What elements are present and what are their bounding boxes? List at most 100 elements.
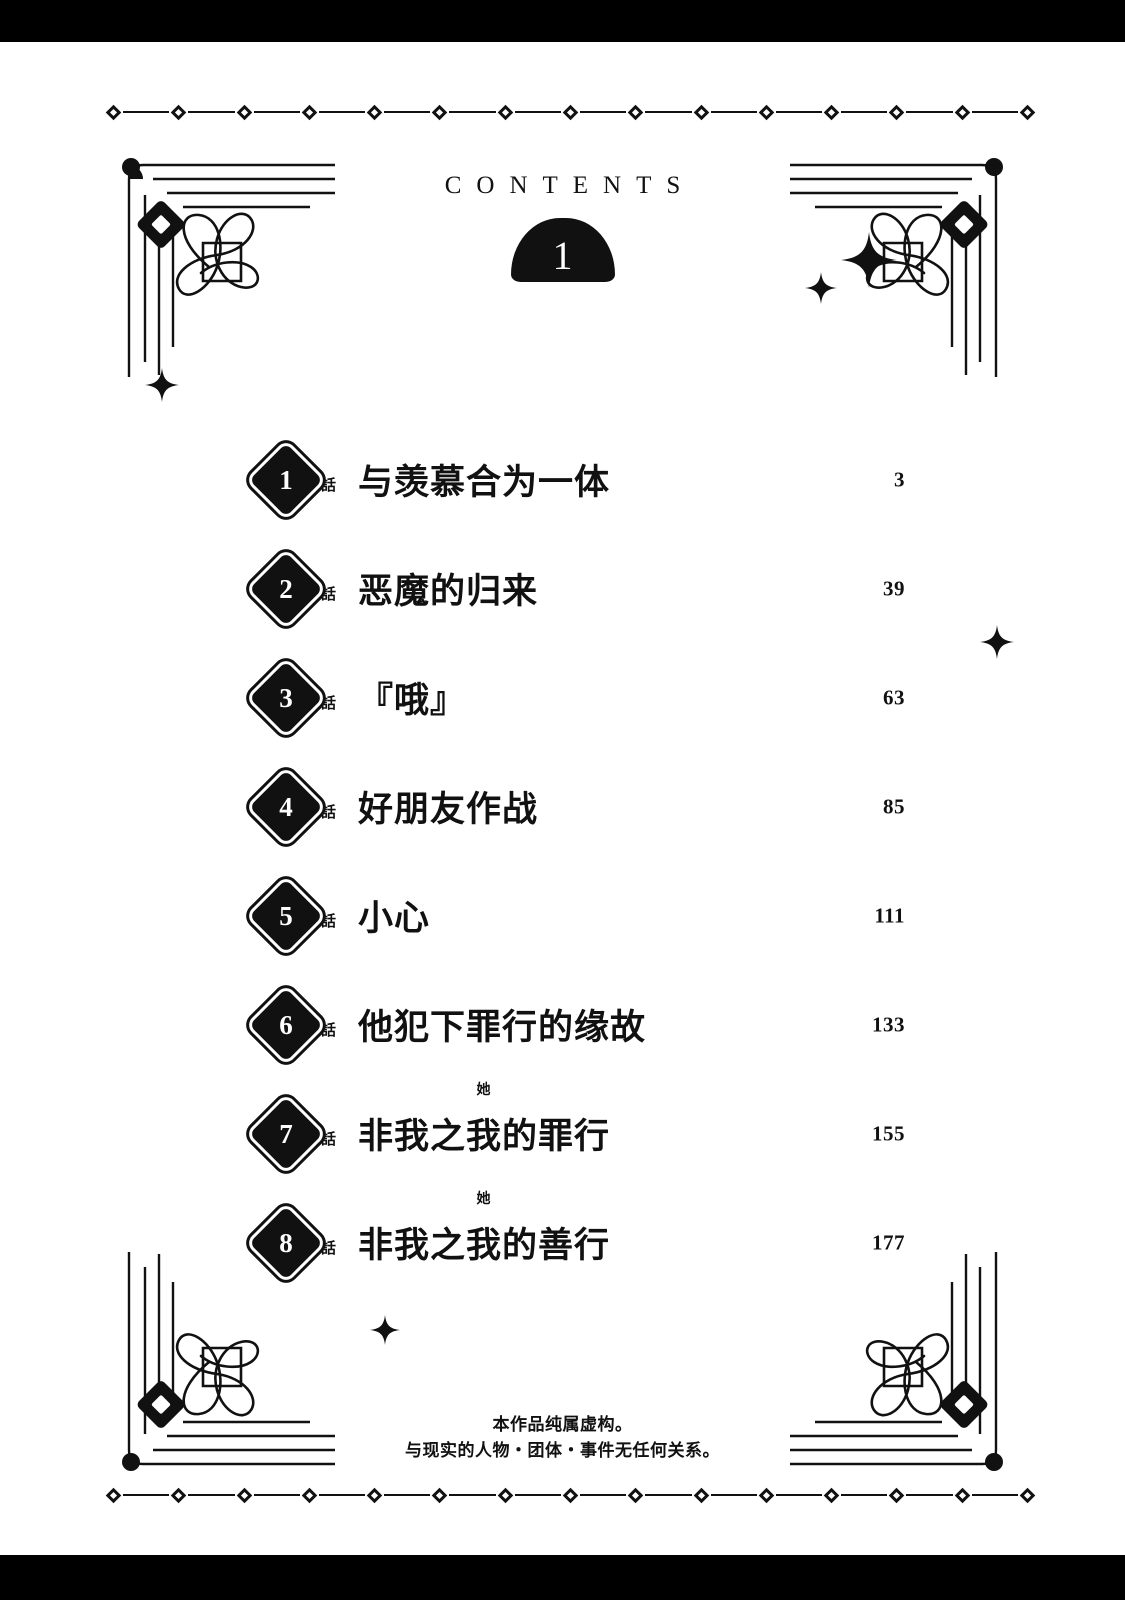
dash-diamond-icon xyxy=(562,104,579,120)
chapter-page-number: 85 xyxy=(883,794,905,818)
corner-flourish-ornament-bottom-left xyxy=(105,1252,335,1482)
chapter-unit-label: 話 xyxy=(321,1021,337,1039)
chapter-number: 8 xyxy=(279,1227,293,1258)
corner-flourish-ornament-top-left xyxy=(105,147,335,377)
dash-diamond-icon xyxy=(366,104,383,120)
dash-segment xyxy=(449,111,496,113)
chapter-number-diamond-icon: 7 xyxy=(249,1096,323,1171)
sparkle-star-icon xyxy=(980,625,1014,659)
dash-diamond-icon xyxy=(627,1487,644,1503)
dash-segment xyxy=(253,111,300,113)
chapter-number-diamond-icon: 3 xyxy=(249,660,323,735)
page-title: CONTENTS xyxy=(444,172,696,199)
dash-segment xyxy=(775,1494,823,1496)
corner-flourish-ornament-bottom-right xyxy=(790,1252,1020,1482)
dash-diamond-icon xyxy=(301,104,318,120)
dash-segment xyxy=(253,1494,300,1496)
ruby-annotation: 她 xyxy=(476,1191,492,1207)
dash-diamond-icon xyxy=(236,104,252,120)
chapter-page-number: 177 xyxy=(872,1230,905,1254)
chapter-unit-label: 話 xyxy=(321,694,337,712)
dash-diamond-icon xyxy=(171,104,187,120)
dash-diamond-icon xyxy=(889,1487,905,1503)
dash-segment xyxy=(318,111,366,113)
dash-segment xyxy=(710,1494,757,1496)
disclaimer-line-1: 本作品纯属虚构。 xyxy=(492,1415,633,1435)
chapter-page-number: 155 xyxy=(872,1121,905,1145)
chapter-page-number: 133 xyxy=(872,1012,905,1036)
sparkle-star-icon xyxy=(370,1315,400,1345)
dash-diamond-icon xyxy=(366,1487,383,1503)
disclaimer: 本作品纯属虚构。 与现实的人物・团体・事件无任何关系。 xyxy=(0,1412,1125,1465)
dash-diamond-icon xyxy=(432,104,448,120)
chapter-number: 5 xyxy=(279,900,293,931)
dash-segment xyxy=(384,1494,431,1496)
chapter-unit-label: 話 xyxy=(321,585,337,603)
disclaimer-line-2: 与现实的人物・团体・事件无任何关系。 xyxy=(405,1441,720,1462)
dash-diamond-icon xyxy=(758,104,775,120)
chapter-title: 恶魔的归来 xyxy=(358,571,539,612)
dash-segment xyxy=(514,1494,561,1496)
chapter-page-number: 39 xyxy=(883,576,905,600)
dash-diamond-icon xyxy=(823,104,840,120)
diamond-dash-rule-bottom xyxy=(105,1487,1036,1503)
chapter-title: 他犯下罪行的缘故 xyxy=(358,1007,647,1048)
dash-segment xyxy=(645,111,692,113)
chapter-unit-label: 話 xyxy=(321,476,337,494)
chapter-number: 2 xyxy=(279,573,293,604)
dash-segment xyxy=(841,111,888,113)
dash-diamond-icon xyxy=(105,104,122,120)
dash-segment xyxy=(123,1494,170,1496)
chapter-title: 与羡慕合为一体 xyxy=(358,462,611,503)
dash-segment xyxy=(318,1494,366,1496)
chapter-title: 非我之她我的罪行 xyxy=(358,1082,611,1157)
dash-diamond-icon xyxy=(497,104,513,120)
chapter-number-diamond-icon: 8 xyxy=(249,1205,323,1280)
volume-number: 1 xyxy=(552,233,573,278)
dash-diamond-icon xyxy=(693,104,709,120)
sparkle-star-icon xyxy=(805,272,837,304)
dash-segment xyxy=(775,111,823,113)
chapter-number-diamond-icon: 5 xyxy=(249,878,323,953)
chapter-number-diamond-icon: 2 xyxy=(249,551,323,626)
chapter-row[interactable]: 7 話 非我之她我的罪行 155 xyxy=(249,1079,905,1188)
chapter-number: 4 xyxy=(279,791,293,822)
ruby-base: 她我 xyxy=(466,1082,503,1157)
dash-segment xyxy=(188,1494,235,1496)
dash-diamond-icon xyxy=(954,104,970,120)
chapter-page-number: 3 xyxy=(894,467,905,491)
chapter-row[interactable]: 2 話 恶魔的归来 39 xyxy=(249,534,905,643)
dash-segment xyxy=(579,1494,627,1496)
ruby-annotation: 她 xyxy=(476,1082,492,1098)
dash-diamond-icon xyxy=(497,1487,513,1503)
dash-segment xyxy=(971,111,1018,113)
dash-segment xyxy=(645,1494,692,1496)
ruby-base: 她我 xyxy=(466,1191,503,1266)
chapter-title: 非我之她我的善行 xyxy=(358,1191,611,1266)
diamond-dash-rule-top xyxy=(105,104,1036,120)
chapter-number-diamond-icon: 1 xyxy=(249,442,323,517)
dash-diamond-icon xyxy=(301,1487,318,1503)
chapter-unit-label: 話 xyxy=(321,1130,337,1148)
dash-segment xyxy=(123,111,170,113)
dash-diamond-icon xyxy=(1019,104,1036,120)
chapter-number: 3 xyxy=(279,682,293,713)
chapter-unit-label: 話 xyxy=(321,912,337,930)
dash-diamond-icon xyxy=(693,1487,709,1503)
dash-segment xyxy=(841,1494,888,1496)
dash-segment xyxy=(906,111,953,113)
chapter-number-diamond-icon: 6 xyxy=(249,987,323,1062)
dash-segment xyxy=(906,1494,953,1496)
dash-diamond-icon xyxy=(823,1487,840,1503)
chapter-unit-label: 話 xyxy=(321,803,337,821)
chapter-number: 7 xyxy=(279,1118,293,1149)
